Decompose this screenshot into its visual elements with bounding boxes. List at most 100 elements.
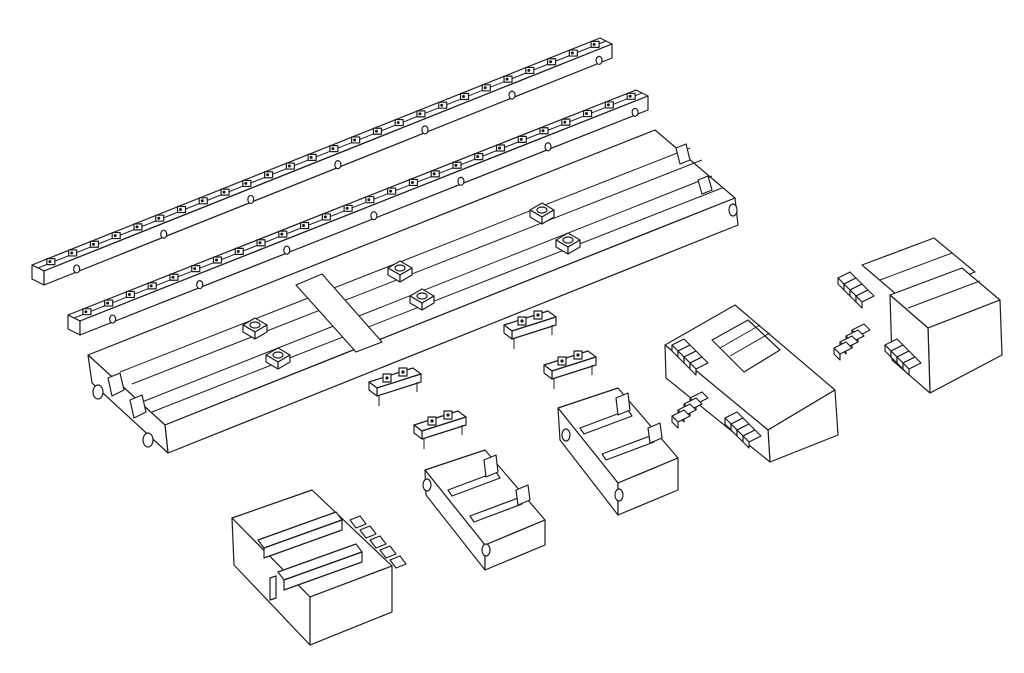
rail-bolt-head: [483, 86, 487, 90]
rail-foot: [370, 211, 378, 221]
rail-bolt-head: [157, 216, 161, 220]
rail-bolt-head: [410, 180, 414, 184]
rail-bolt-head: [374, 129, 378, 133]
rail-bolt-head: [462, 95, 465, 98]
rail-bolt-head: [244, 181, 248, 185]
clamp-screw-head: [560, 359, 564, 363]
stepped-block-right: [833, 237, 1003, 394]
rail-foot: [247, 194, 255, 205]
base-pad-side: [567, 239, 581, 255]
rail-bolt-head: [389, 189, 393, 193]
rail-top-bolts: [46, 40, 603, 274]
rail-bolt-head: [222, 190, 226, 194]
clamp-screw-head: [446, 413, 450, 417]
rail-foot: [160, 229, 168, 239]
rail-bolt-head: [266, 173, 270, 177]
small-clamps: [368, 310, 597, 449]
base-pad-hole: [562, 236, 574, 244]
rail-bolt-head: [541, 129, 545, 133]
stepped-center-steps: [671, 338, 762, 449]
clamp-screw-head: [401, 370, 405, 374]
rail-bolt-head: [592, 42, 596, 46]
clamp-screw-head: [520, 319, 524, 323]
clamp-side: [543, 364, 553, 380]
rail-bolt-head: [258, 241, 262, 245]
rail-foot: [109, 314, 117, 324]
rail-bolt-head: [171, 275, 175, 279]
rail-bolt-head: [302, 224, 306, 228]
rail-foot: [73, 264, 81, 274]
rail-bolt-head: [179, 208, 182, 211]
base-pad-hole: [249, 321, 261, 329]
rail-bolt-head: [135, 225, 139, 229]
stepped-block-center: [664, 304, 839, 463]
rail-bolt-head: [236, 249, 240, 253]
vise-jaw-block-mid-2: [557, 387, 679, 516]
rail-bolt-head: [585, 112, 589, 116]
rail-foot: [631, 107, 639, 117]
clamp-side: [503, 324, 513, 340]
rail-foot: [421, 125, 429, 135]
rail-bolt-head: [287, 164, 291, 168]
clamp-screw-head: [576, 353, 580, 357]
rail-bottom: [67, 89, 649, 336]
rail-bottom-bolts: [82, 92, 639, 324]
rail-foot: [457, 176, 465, 186]
base-plate: [87, 129, 739, 454]
rail-foot: [595, 55, 603, 65]
rail-top: [31, 37, 613, 286]
rail-bolt-head: [323, 215, 327, 219]
clamp-side: [368, 381, 378, 397]
rail-bolt-head: [193, 267, 197, 271]
rail-bolt-head: [149, 284, 153, 288]
base-pad-hole: [536, 206, 548, 214]
rail-bolt-head: [563, 120, 567, 124]
rail-bolt-head: [498, 146, 501, 150]
rail-bolt-head: [570, 51, 574, 55]
step-riser: [742, 435, 750, 449]
rail-bolt-head: [280, 232, 284, 236]
rail-bolt-head: [519, 137, 523, 141]
step-riser: [689, 362, 697, 376]
base-pad-hole: [416, 292, 428, 300]
rail-bolt-head: [527, 68, 531, 72]
rail-bolt-head: [113, 234, 117, 238]
rail-bolt-head: [331, 147, 335, 151]
vise-jaw-block-left: [231, 489, 407, 646]
rail-bolt-head: [345, 206, 349, 210]
clamp-screw-head: [536, 313, 540, 317]
rail-bolt-head: [432, 172, 436, 176]
rail-bolt-head: [127, 292, 131, 296]
clamp-screw-head: [430, 419, 434, 423]
base-pad-side: [421, 295, 435, 311]
rail-bolt-head: [91, 242, 95, 246]
rail-bolt-head: [628, 94, 632, 98]
step-riser: [902, 362, 910, 376]
rail-foot: [544, 142, 552, 152]
base-plate-pads: [242, 202, 581, 370]
rail-bolt-head: [48, 260, 52, 264]
stepped-right-steps: [833, 271, 922, 376]
rail-bolt-head: [309, 155, 313, 159]
base-pad-hole: [272, 351, 284, 359]
base-pad-side: [277, 354, 291, 370]
clamp-side: [413, 424, 423, 440]
rail-bolt-head: [84, 310, 88, 314]
rail-bolt-head: [215, 258, 218, 262]
step-riser: [855, 295, 863, 309]
rail-bolt-head: [549, 60, 553, 64]
rail-bolt-head: [418, 112, 422, 116]
clamp-screw-head: [385, 376, 389, 380]
rail-foot: [196, 280, 204, 290]
vise-jaw-block-mid-1: [422, 449, 546, 571]
rail-bolt-head: [367, 198, 371, 202]
rail-foot: [334, 160, 342, 170]
rail-bolt-head: [70, 251, 74, 255]
rail-bolt-head: [396, 121, 400, 125]
rail-bolt-head: [200, 199, 204, 203]
rail-bolt-head: [353, 138, 357, 142]
rail-bolt-head: [440, 103, 444, 107]
base-pad-hole: [394, 264, 406, 272]
